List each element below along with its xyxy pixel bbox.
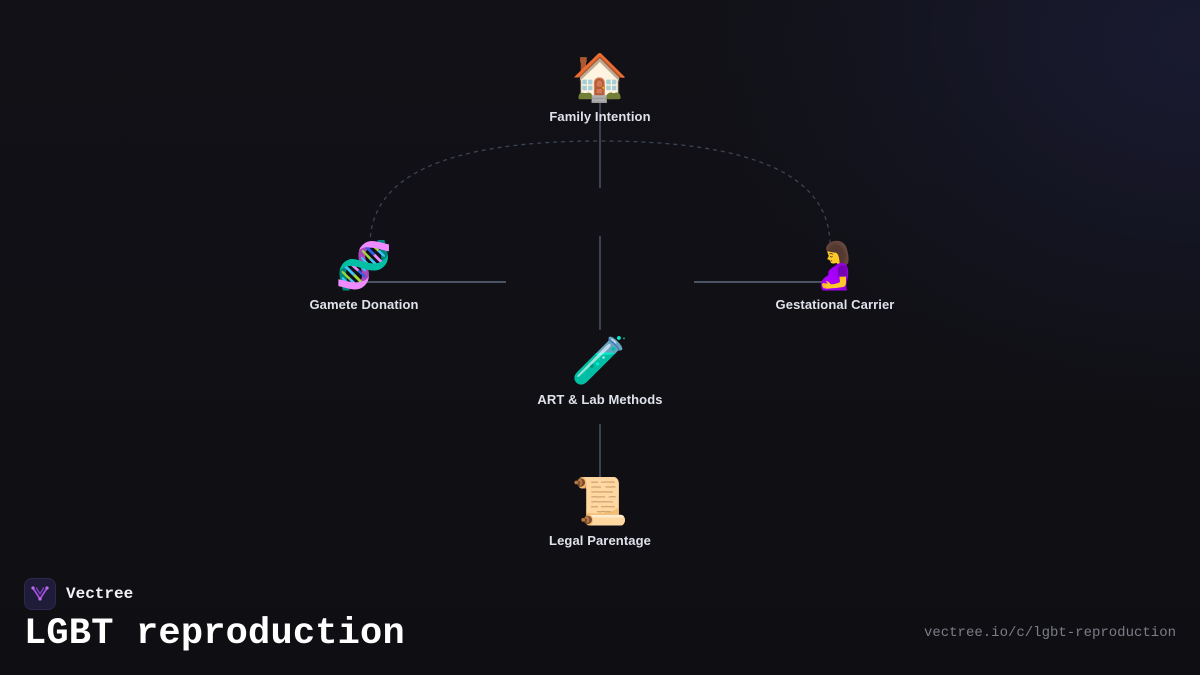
node-label-family-intention: Family Intention <box>549 109 651 124</box>
house-icon: 🏠 <box>571 50 629 104</box>
dna-icon: 🧬 <box>335 238 393 292</box>
brand-name: Vectree <box>66 585 134 603</box>
node-art-lab-methods[interactable]: 🧪 ART & Lab Methods <box>537 332 662 407</box>
node-label-art-lab-methods: ART & Lab Methods <box>537 392 663 407</box>
node-family-intention[interactable]: 🏠 Family Intention <box>549 49 650 124</box>
node-label-gamete-donation: Gamete Donation <box>309 297 419 312</box>
brand: Vectree <box>24 577 133 611</box>
node-gestational-carrier[interactable]: 🤰 Gestational Carrier <box>776 237 895 312</box>
page-url[interactable]: vectree.io/c/lgbt-reproduction <box>923 625 1176 641</box>
test-tube-icon: 🧪 <box>571 333 629 387</box>
node-label-legal-parentage: Legal Parentage <box>549 533 651 548</box>
node-legal-parentage[interactable]: 📜 Legal Parentage <box>549 473 651 548</box>
node-label-gestational-carrier: Gestational Carrier <box>775 297 895 312</box>
vectree-logo-icon <box>24 578 56 610</box>
scroll-icon: 📜 <box>571 474 629 528</box>
page-title: LGBT reproduction <box>24 613 405 655</box>
pregnant-woman-icon: 🤰 <box>806 238 864 292</box>
node-gamete-donation[interactable]: 🧬 Gamete Donation <box>309 237 418 312</box>
